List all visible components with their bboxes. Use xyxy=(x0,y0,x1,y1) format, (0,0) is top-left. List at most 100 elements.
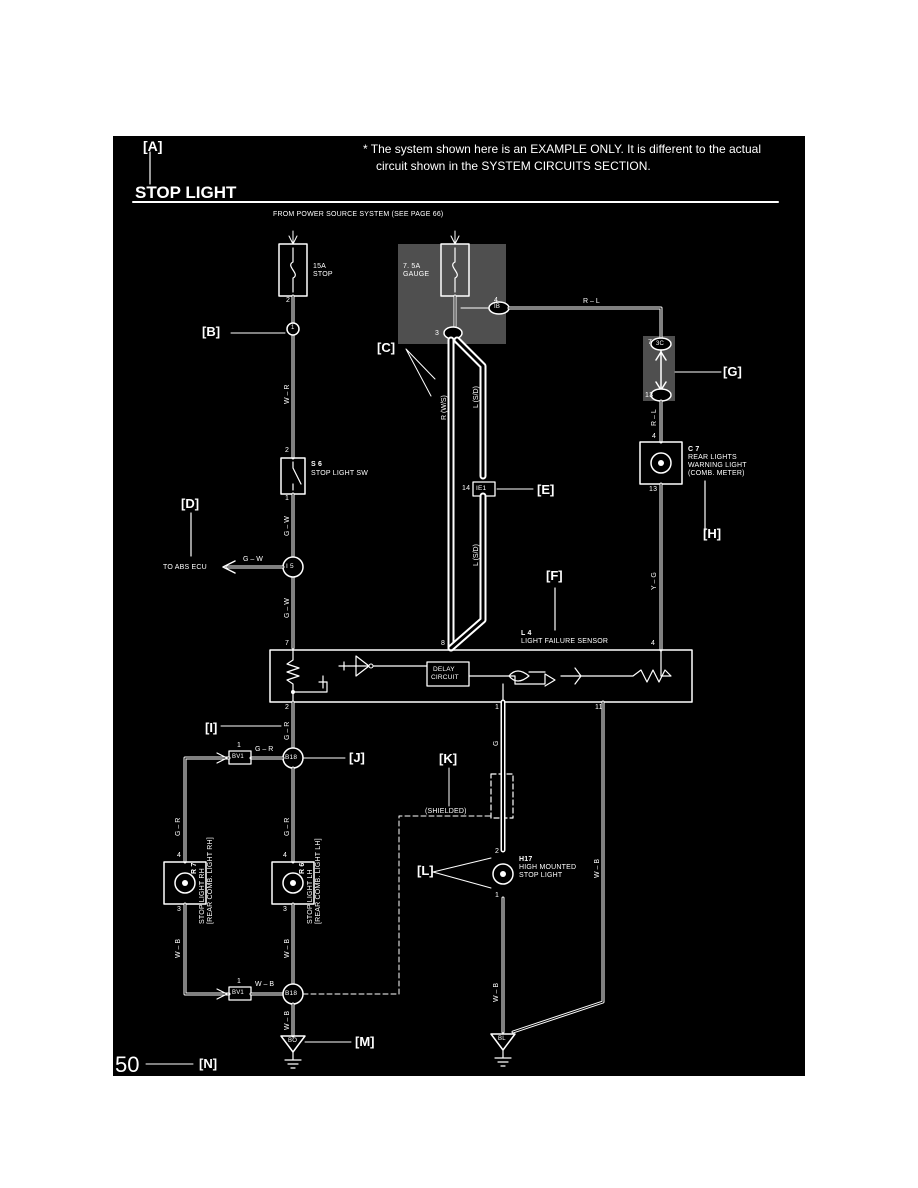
pin-l4-2: 2 xyxy=(285,704,290,711)
wire-r-w: R (W/S) xyxy=(441,395,448,420)
shielded-label: (SHIELDED) xyxy=(425,808,467,815)
light-failure-sensor xyxy=(269,649,693,703)
delay-line1: DELAY xyxy=(433,666,455,673)
pin-l4-8: 8 xyxy=(441,640,446,647)
to-abs-ecu: TO ABS ECU xyxy=(163,564,207,571)
wire-w-b-5: W – B xyxy=(493,982,500,1002)
page-title: STOP LIGHT xyxy=(135,183,237,202)
wire-w-b-3: W – B xyxy=(255,981,275,988)
conn-i5: I 5 xyxy=(286,563,294,570)
wire-w-r: W – R xyxy=(284,384,291,404)
wire-w-b-4: W – B xyxy=(284,1010,291,1030)
pin-switch-1: 1 xyxy=(285,495,290,502)
callout-n: [N] xyxy=(199,1056,218,1071)
pin-l4-7: 7 xyxy=(285,640,290,647)
connector-3c-lower xyxy=(650,388,672,402)
fuse-stop-name: STOP xyxy=(313,271,333,278)
ground-bl xyxy=(490,1033,516,1051)
example-note-line2: circuit shown in the SYSTEM CIRCUITS SEC… xyxy=(376,159,651,173)
warning-light-code: C 7 xyxy=(688,446,700,453)
delay-circuit xyxy=(426,661,470,687)
pin-h17-2: 2 xyxy=(495,848,500,855)
pin-gauge-4: 4 xyxy=(494,297,499,304)
wire-r-l-1: R – L xyxy=(583,298,600,305)
pin-c7-13: 13 xyxy=(649,486,658,493)
wire-g-w-1: G – W xyxy=(284,516,291,536)
light-rh-line1: STOP LIGHT RH xyxy=(199,868,206,924)
high-mount-line2: STOP LIGHT xyxy=(519,872,563,879)
conn-b18b: B18 xyxy=(285,990,298,997)
conn-b18a: B18 xyxy=(285,754,298,761)
callout-f: [F] xyxy=(546,568,563,583)
pin-gauge-3: 3 xyxy=(435,330,440,337)
high-mount-code: H17 xyxy=(519,856,533,863)
callout-b: [B] xyxy=(202,324,221,339)
pin-l4-1: 1 xyxy=(495,704,500,711)
ground-bo-label: BO xyxy=(288,1038,298,1044)
page-number: 50 xyxy=(115,1052,140,1077)
callout-m: [M] xyxy=(355,1034,375,1049)
wire-g-r-2: G – R xyxy=(255,746,274,753)
callout-k: [K] xyxy=(439,751,458,766)
callout-l-lines xyxy=(432,857,492,889)
sensor-name: LIGHT FAILURE SENSOR xyxy=(521,638,609,645)
light-rh-line2: [REAR COMB. LIGHT RH] xyxy=(207,837,214,924)
wire-g-w-abs: G – W xyxy=(243,556,263,563)
stop-switch-name: STOP LIGHT SW xyxy=(311,470,369,477)
warning-light-line1: REAR LIGHTS xyxy=(688,454,737,461)
conn-bv1b: BV1 xyxy=(232,990,244,996)
pin-r7-4: 4 xyxy=(177,852,182,859)
callout-j: [J] xyxy=(349,750,365,765)
wire-r-l-2: R – L xyxy=(651,409,658,426)
stop-switch-code: S 6 xyxy=(311,461,323,468)
wire-l-sd-1: L (S/D) xyxy=(473,386,480,408)
light-lh-line2: [REAR COMB. LIGHT LH] xyxy=(315,838,322,924)
pin-bv1-1a: 1 xyxy=(237,742,242,749)
connector-ie1-label: IE1 xyxy=(476,485,487,492)
light-lh-code: R 6 xyxy=(299,862,306,875)
diagram-panel: [A] STOP LIGHT * The system shown here i… xyxy=(113,136,805,1077)
pin-r6-3: 3 xyxy=(283,906,288,913)
callout-h: [H] xyxy=(703,526,722,541)
wiring-diagram xyxy=(132,151,779,1069)
callout-d: [D] xyxy=(181,496,200,511)
light-rh-code: R 7 xyxy=(191,862,198,875)
pin-ie1-14: 14 xyxy=(462,485,471,492)
pin-r7-3: 3 xyxy=(177,906,182,913)
callout-l: [L] xyxy=(417,863,434,878)
sensor-code: L 4 xyxy=(521,630,532,637)
conn-ib: IB xyxy=(494,304,501,310)
wire-g-w-2: G – W xyxy=(284,598,291,618)
wire-g-r-3: G – R xyxy=(175,817,182,836)
light-lh-line1: STOP LIGHT LH xyxy=(307,869,314,924)
callout-g: [G] xyxy=(723,364,742,379)
wire-g-r-4: G – R xyxy=(284,817,291,836)
callout-a: [A] xyxy=(143,138,163,154)
warning-light-line3: (COMB. METER) xyxy=(688,470,745,477)
from-power-source: FROM POWER SOURCE SYSTEM (SEE PAGE 66) xyxy=(273,211,444,218)
pin-c7-4: 4 xyxy=(652,433,657,440)
delay-line2: CIRCUIT xyxy=(431,674,459,681)
pin-l4-4: 4 xyxy=(651,640,656,647)
wire-g: G xyxy=(493,740,500,746)
pin-3c-13: 13 xyxy=(645,392,654,399)
conn-bv1a: BV1 xyxy=(232,754,244,760)
conn-j1: 1 xyxy=(291,325,295,331)
pin-r6-4: 4 xyxy=(283,852,288,859)
wire-w-b-2: W – B xyxy=(284,938,291,958)
callout-e: [E] xyxy=(537,482,555,497)
fuse-stop-rating: 15A xyxy=(313,263,327,270)
fuse-gauge-rating: 7. 5A xyxy=(403,263,421,270)
high-mounted-stop-light xyxy=(492,863,514,885)
pin-fuse-stop: 2 xyxy=(286,297,291,304)
pin-h17-1: 1 xyxy=(495,892,500,899)
wire-l-sd-2: L (S/D) xyxy=(473,544,480,566)
pin-switch-2: 2 xyxy=(285,447,290,454)
shield-line xyxy=(302,815,492,995)
callout-i: [I] xyxy=(205,720,218,735)
callout-c: [C] xyxy=(377,340,396,355)
fuse-gauge-name: GAUGE xyxy=(403,271,430,278)
example-note-line1: * The system shown here is an EXAMPLE ON… xyxy=(363,142,761,156)
wire-w-b-6: W – B xyxy=(594,858,601,878)
pin-3c-7: 7 xyxy=(648,339,653,346)
